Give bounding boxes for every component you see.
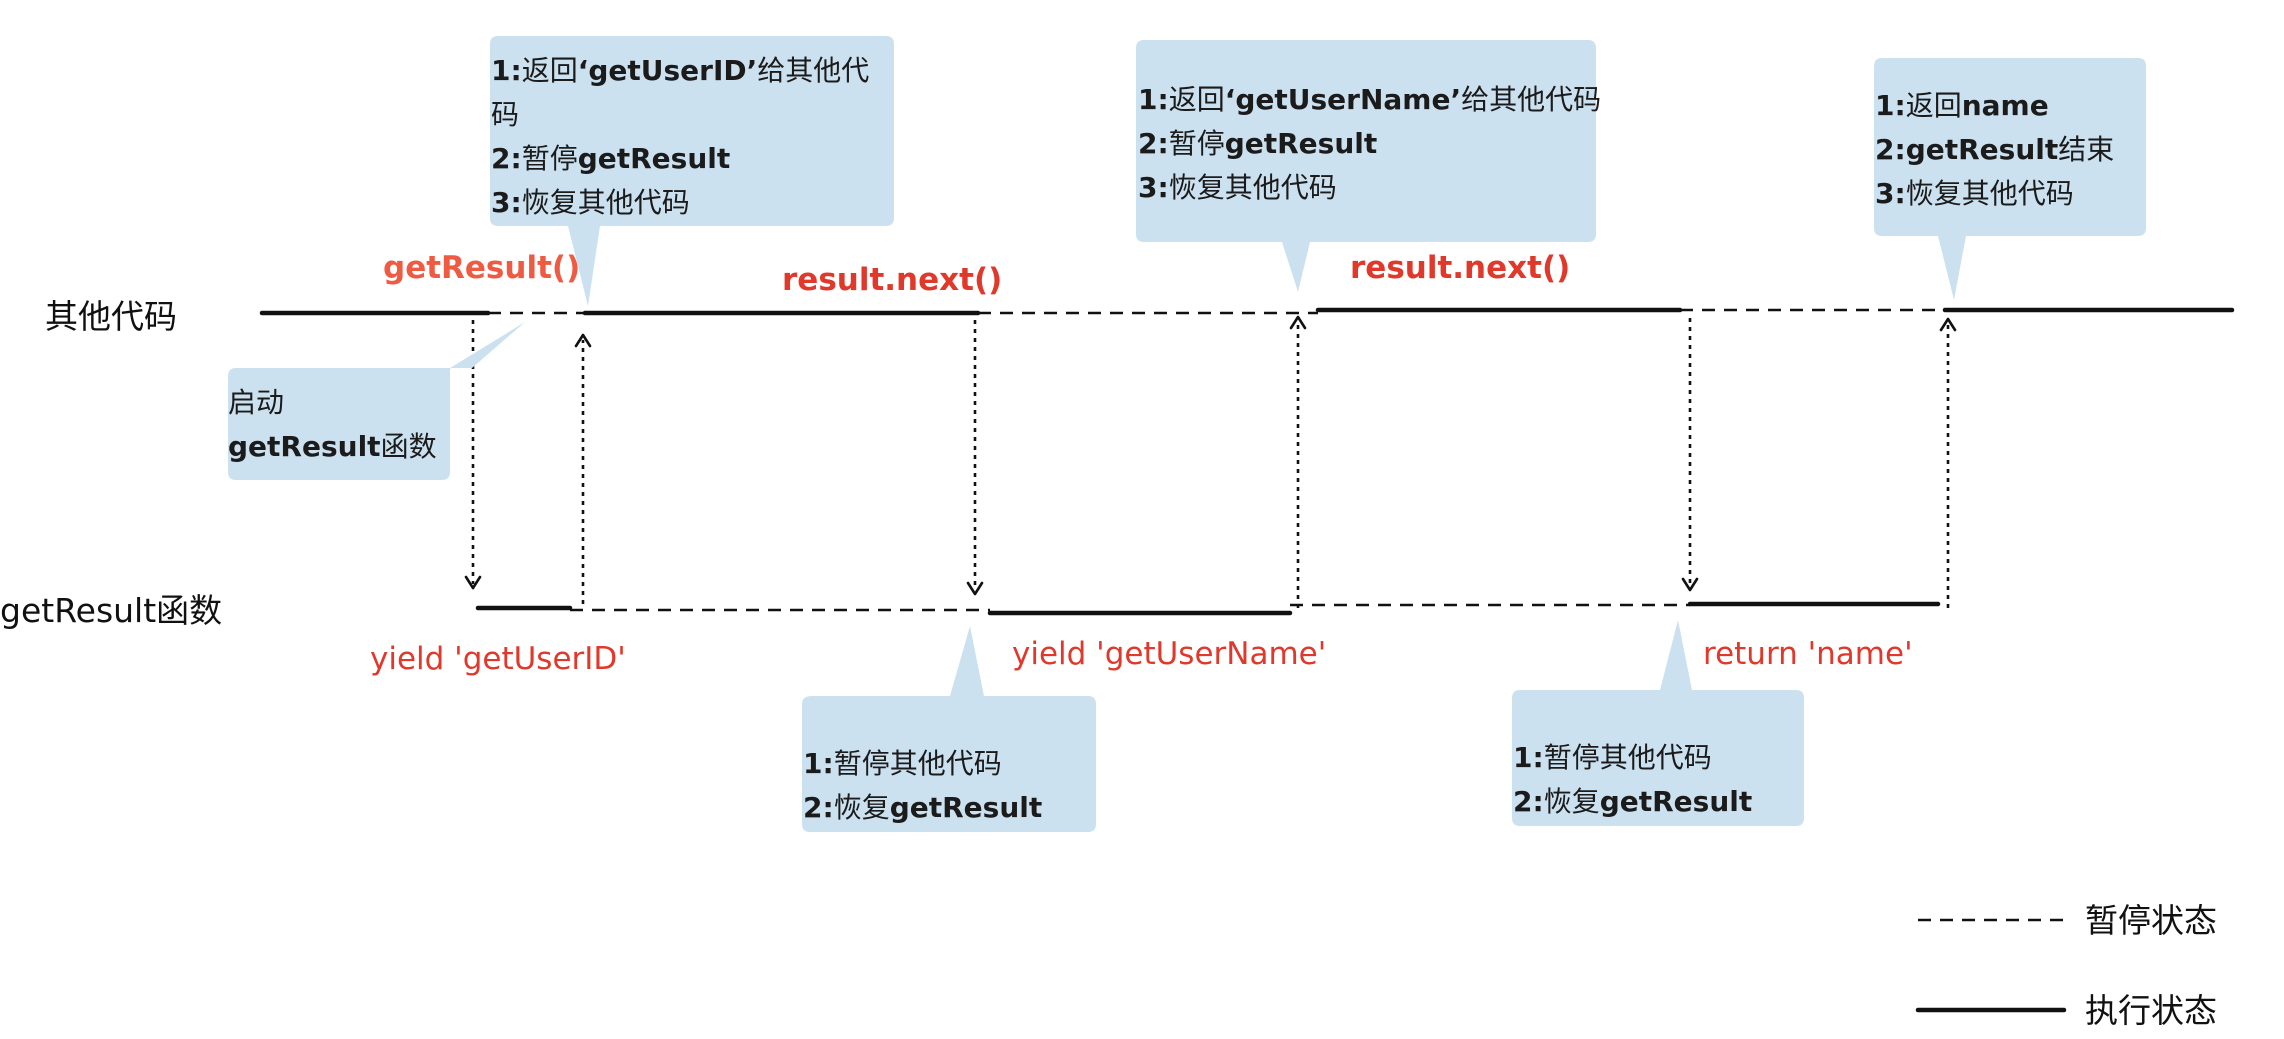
note-text-run: getResult — [1906, 133, 2059, 166]
note-text-run: 3: — [1875, 177, 1906, 210]
note-text-run: 给其他代 — [757, 54, 869, 87]
call-label-next-1: result.next() — [782, 262, 1002, 298]
arrow-down-start — [464, 320, 482, 590]
note-text-run: 3: — [491, 186, 522, 219]
callout-return-username: 1:返回‘getUserName’给其他代码 2:暂停getResult 3:恢复其… — [1136, 40, 1601, 292]
note-text-run: name — [1962, 89, 2049, 122]
note-text-run: getResult — [1600, 785, 1753, 818]
note-text-run: 恢复其他代码 — [1906, 177, 2074, 210]
yield-label-2: yield 'getUserName' — [1012, 636, 1326, 672]
note-text-run: 结束 — [2058, 133, 2114, 166]
transition-arrows — [464, 315, 1957, 608]
note-text-run: 恢复 — [834, 791, 890, 824]
note-text-run: 2: — [803, 791, 834, 824]
note-text-run: 3: — [1138, 171, 1169, 204]
note-text-run: 1: — [1138, 83, 1169, 116]
call-label-next-2: result.next() — [1350, 250, 1570, 286]
generator-timeline — [475, 601, 1941, 616]
row-label-generator: getResult函数 — [0, 591, 222, 630]
note-text-run: 恢复 — [1544, 785, 1600, 818]
note-text-run: 函数 — [381, 430, 437, 463]
note-text-run: 2: — [1513, 785, 1544, 818]
note-text-run: 暂停 — [522, 142, 578, 175]
note-text-run: 返回 — [1169, 83, 1225, 116]
note-text-run: getResult — [578, 142, 731, 175]
note-text-run: 恢复其他代码 — [522, 186, 690, 219]
note-text-run: ‘getUserID’ — [578, 54, 758, 87]
note-return-username: 1:返回‘getUserName’给其他代码 2:暂停getResult 3:恢复其… — [1138, 83, 1601, 204]
note-text-run: 暂停其他代码 — [834, 747, 1002, 780]
arrow-up-return — [1939, 317, 1957, 608]
legend-running-label: 执行状态 — [2085, 991, 2217, 1030]
note-text-run: 暂停其他代码 — [1544, 741, 1712, 774]
arrow-up-yield-1 — [574, 333, 592, 604]
note-start-func: 启动 getResult函数 — [228, 386, 437, 463]
callout-start-func: 启动 getResult函数 — [228, 322, 525, 480]
note-text-run: 2: — [1138, 127, 1169, 160]
note-text-run: 启动 — [228, 386, 284, 419]
return-label: return 'name' — [1703, 636, 1913, 672]
note-text-run: 2: — [491, 142, 522, 175]
note-text-run: 1: — [1513, 741, 1544, 774]
note-text-run: 2: — [1875, 133, 1906, 166]
legend-paused-label: 暂停状态 — [2085, 901, 2217, 940]
note-text-run: 暂停 — [1169, 127, 1225, 160]
note-text-run: getResult — [1225, 127, 1378, 160]
legend: 暂停状态 执行状态 — [1915, 901, 2217, 1030]
other-code-timeline — [259, 307, 2235, 316]
note-text-run: 1: — [803, 747, 834, 780]
note-text-run: 1: — [1875, 89, 1906, 122]
note-text-run: ‘getUserName’ — [1225, 83, 1461, 116]
row-label-other-code: 其他代码 — [45, 297, 177, 336]
arrow-down-next-2 — [1681, 318, 1699, 592]
note-text-run: 返回 — [1906, 89, 1962, 122]
note-text-run: 恢复其他代码 — [1169, 171, 1337, 204]
callout-return-name: 1:返回name 2:getResult结束 3:恢复其他代码 — [1874, 58, 2146, 300]
note-text-run: 1: — [491, 54, 522, 87]
arrow-up-yield-2 — [1289, 315, 1307, 608]
call-label-start: getResult() — [383, 250, 580, 286]
yield-label-1: yield 'getUserID' — [370, 641, 626, 677]
note-text-run: getResult — [890, 791, 1043, 824]
note-return-name: 1:返回name 2:getResult结束 3:恢复其他代码 — [1875, 89, 2114, 210]
note-text-run: getResult — [228, 430, 381, 463]
callout-return-userid: 1:返回‘getUserID’给其他代码 2:暂停getResult 3:恢复其他代… — [490, 36, 894, 306]
note-text-run: 返回 — [522, 54, 578, 87]
note-text-run: 码 — [491, 98, 519, 131]
note-text-run: 给其他代码 — [1461, 83, 1601, 116]
note-return-userid: 1:返回‘getUserID’给其他代码 2:暂停getResult 3:恢复其他代… — [491, 54, 869, 219]
arrow-down-next-1 — [966, 320, 984, 596]
